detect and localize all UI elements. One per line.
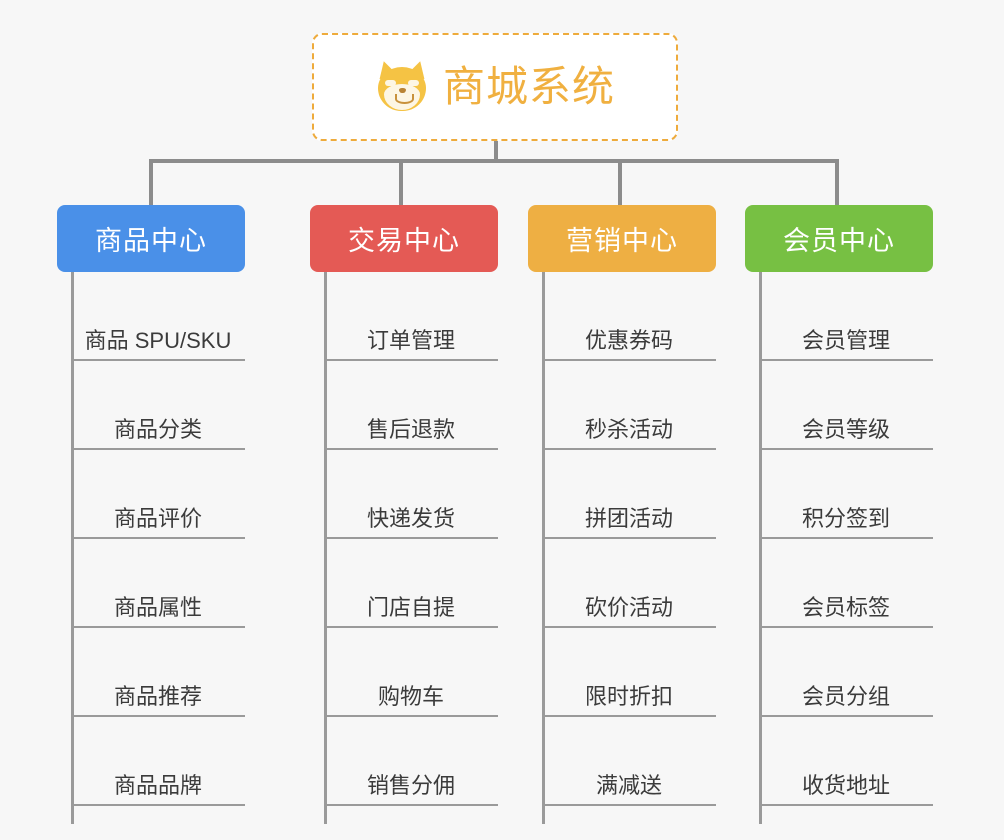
connector-root-stem [494, 141, 498, 163]
leaf-label: 砍价活动 [584, 594, 673, 620]
leaf-label: 购物车 [377, 683, 444, 709]
leaf-label: 快递发货 [366, 505, 455, 531]
branch-spine [542, 272, 545, 824]
leaf-item[interactable]: 满减送 [542, 717, 716, 806]
leaf-item[interactable]: 积分签到 [759, 450, 933, 539]
root-title: 商城系统 [442, 63, 615, 110]
leaf-label: 销售分佣 [366, 772, 455, 798]
leaf-label: 收货地址 [801, 772, 890, 798]
leaf-label: 会员分组 [801, 683, 890, 709]
leaf-label: 秒杀活动 [584, 416, 673, 442]
connector-horizontal-bar [149, 159, 839, 163]
leaf-label: 商品分类 [113, 416, 202, 442]
leaf-list: 优惠券码 秒杀活动 拼团活动 砍价活动 限时折扣 满减送 [542, 272, 716, 806]
branch-column-4: 会员中心 会员管理 会员等级 积分签到 会员标签 会员分组 收货地址 [745, 205, 933, 824]
leaf-item[interactable]: 秒杀活动 [542, 361, 716, 450]
leaf-item[interactable]: 会员等级 [759, 361, 933, 450]
leaf-label: 会员管理 [801, 327, 890, 353]
leaf-item[interactable]: 优惠券码 [542, 272, 716, 361]
leaf-item[interactable]: 会员管理 [759, 272, 933, 361]
leaf-item[interactable]: 收货地址 [759, 717, 933, 806]
leaf-item[interactable]: 订单管理 [324, 272, 498, 361]
leaf-item[interactable]: 售后退款 [324, 361, 498, 450]
leaf-label: 拼团活动 [584, 505, 673, 531]
branch-spine [324, 272, 327, 824]
shiba-dog-icon [375, 58, 429, 114]
category-header-label: 营销中心 [566, 226, 678, 256]
category-header-label: 交易中心 [348, 226, 460, 256]
leaf-item[interactable]: 商品品牌 [71, 717, 245, 806]
leaf-label: 商品评价 [113, 505, 202, 531]
leaf-item[interactable]: 限时折扣 [542, 628, 716, 717]
leaf-label: 积分签到 [801, 505, 890, 531]
leaf-label: 商品品牌 [113, 772, 202, 798]
leaf-label: 会员等级 [801, 416, 890, 442]
leaf-item[interactable]: 快递发货 [324, 450, 498, 539]
leaf-label: 商品推荐 [113, 683, 202, 709]
connector-drop-1 [149, 159, 153, 207]
leaf-label: 售后退款 [366, 416, 455, 442]
category-header-product[interactable]: 商品中心 [57, 205, 245, 272]
leaf-list: 会员管理 会员等级 积分签到 会员标签 会员分组 收货地址 [759, 272, 933, 806]
leaf-item[interactable]: 拼团活动 [542, 450, 716, 539]
leaf-item[interactable]: 商品属性 [71, 539, 245, 628]
leaf-label: 优惠券码 [584, 327, 673, 353]
leaf-item[interactable]: 会员分组 [759, 628, 933, 717]
branch-column-1: 商品中心 商品 SPU/SKU 商品分类 商品评价 商品属性 商品推荐 商品品牌 [57, 205, 245, 824]
leaf-item[interactable]: 会员标签 [759, 539, 933, 628]
leaf-label: 会员标签 [801, 594, 890, 620]
leaf-item[interactable]: 销售分佣 [324, 717, 498, 806]
leaf-list: 商品 SPU/SKU 商品分类 商品评价 商品属性 商品推荐 商品品牌 [71, 272, 245, 806]
leaf-label: 商品属性 [113, 594, 202, 620]
category-header-member[interactable]: 会员中心 [745, 205, 933, 272]
leaf-item[interactable]: 购物车 [324, 628, 498, 717]
leaf-item[interactable]: 商品评价 [71, 450, 245, 539]
leaf-label: 满减送 [595, 772, 662, 798]
branch-column-2: 交易中心 订单管理 售后退款 快递发货 门店自提 购物车 销售分佣 [310, 205, 498, 824]
branch-spine [759, 272, 762, 824]
category-header-label: 会员中心 [783, 226, 895, 256]
leaf-label: 门店自提 [366, 594, 455, 620]
leaf-list: 订单管理 售后退款 快递发货 门店自提 购物车 销售分佣 [324, 272, 498, 806]
category-header-label: 商品中心 [95, 226, 207, 256]
category-header-trade[interactable]: 交易中心 [310, 205, 498, 272]
branch-column-3: 营销中心 优惠券码 秒杀活动 拼团活动 砍价活动 限时折扣 满减送 [528, 205, 716, 824]
leaf-item[interactable]: 商品推荐 [71, 628, 245, 717]
root-node[interactable]: 商城系统 [312, 33, 678, 141]
leaf-item[interactable]: 门店自提 [324, 539, 498, 628]
leaf-label: 限时折扣 [584, 683, 673, 709]
branch-spine [71, 272, 74, 824]
connector-drop-3 [618, 159, 622, 207]
leaf-label: 订单管理 [366, 327, 455, 353]
leaf-item[interactable]: 砍价活动 [542, 539, 716, 628]
category-header-marketing[interactable]: 营销中心 [528, 205, 716, 272]
leaf-item[interactable]: 商品分类 [71, 361, 245, 450]
leaf-item[interactable]: 商品 SPU/SKU [71, 272, 245, 361]
connector-drop-4 [835, 159, 839, 207]
leaf-label: 商品 SPU/SKU [84, 327, 232, 353]
connector-drop-2 [399, 159, 403, 207]
